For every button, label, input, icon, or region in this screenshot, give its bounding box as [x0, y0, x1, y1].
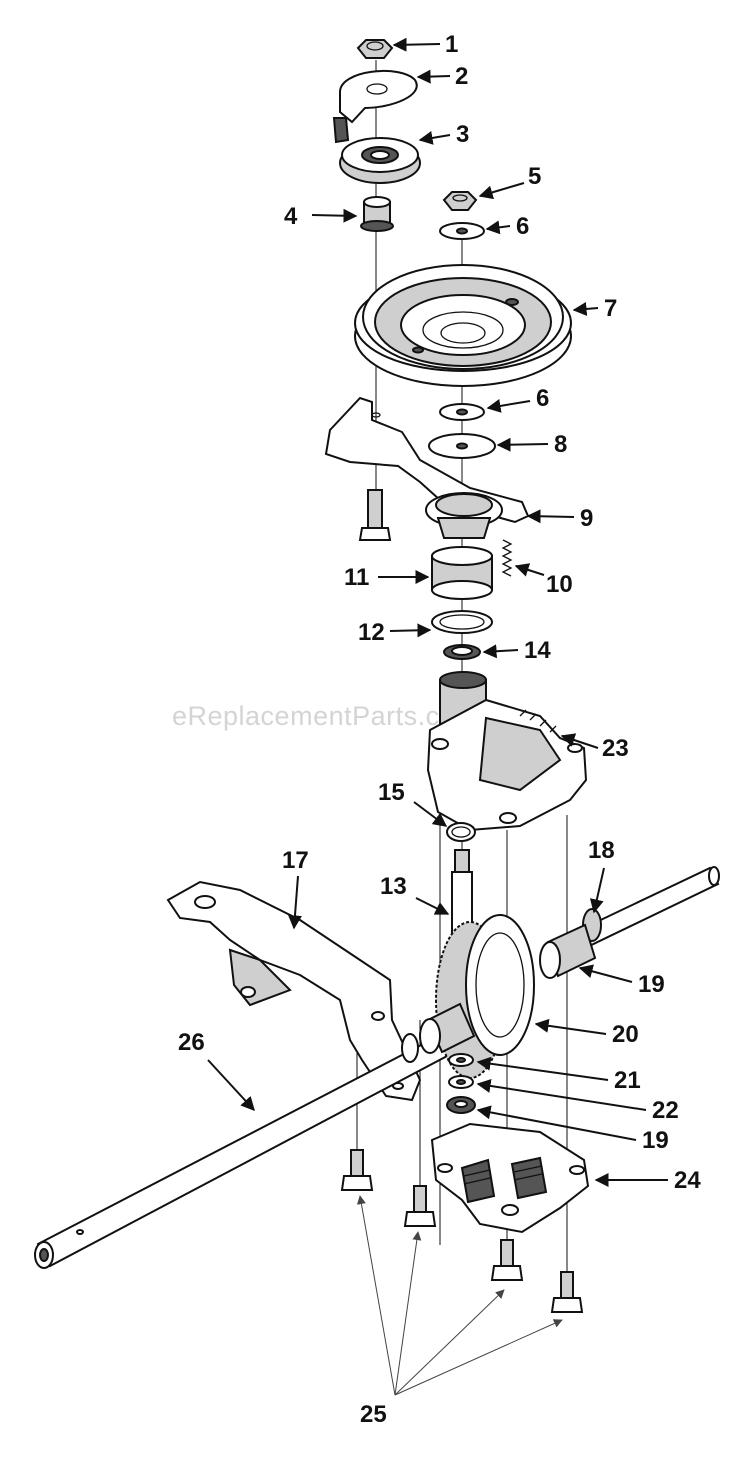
- part-24-lower-housing: [430, 1122, 590, 1234]
- part-6-washer-upper: [439, 222, 485, 240]
- part-1-hex-nut: [356, 39, 394, 59]
- part-21-washer: [448, 1053, 474, 1067]
- callout-21: 21: [614, 1067, 641, 1094]
- part-11-bushing: [431, 546, 493, 600]
- part-6-washer-lower: [439, 403, 485, 421]
- part-8-washer: [428, 433, 496, 459]
- part-23-upper-housing: [426, 671, 588, 832]
- callout-9: 9: [580, 505, 593, 532]
- callout-15: 15: [378, 779, 405, 806]
- part-15-o-ring: [446, 822, 476, 842]
- part-10-spring: [501, 539, 513, 577]
- callout-18: 18: [588, 837, 615, 864]
- callout-23: 23: [602, 735, 629, 762]
- part-25-bolt-d: [550, 1271, 584, 1313]
- callout-24: 24: [674, 1167, 701, 1194]
- callout-4: 4: [284, 203, 298, 230]
- callout-19-lower: 19: [642, 1127, 669, 1154]
- callout-3: 3: [456, 121, 469, 148]
- part-22-washer: [448, 1075, 474, 1089]
- part-26-axle: [34, 1026, 468, 1269]
- callout-25: 25: [360, 1401, 387, 1428]
- callout-25-leaders: [356, 1195, 563, 1396]
- callout-14: 14: [524, 637, 551, 664]
- part-18-axle-right: [539, 866, 720, 979]
- part-3-bearing: [339, 137, 421, 184]
- part-4-bushing: [360, 196, 394, 232]
- callout-6-upper: 6: [516, 213, 529, 240]
- callout-20: 20: [612, 1021, 639, 1048]
- callout-1: 1: [445, 31, 458, 58]
- callout-12: 12: [358, 619, 385, 646]
- part-5-nut: [442, 191, 478, 211]
- part-19-bearing-lower: [446, 1096, 476, 1114]
- part-9-idler-arm: [324, 396, 530, 539]
- part-20-gear: [435, 914, 535, 1079]
- callout-2: 2: [455, 63, 468, 90]
- part-7-pulley: [354, 264, 572, 387]
- part-12-ring: [431, 610, 493, 634]
- axle-collar-left: [401, 1002, 476, 1063]
- callout-13: 13: [380, 873, 407, 900]
- part-2-arm-plate: [332, 69, 418, 144]
- callout-19-upper: 19: [638, 971, 665, 998]
- watermark-text: eReplacementParts.com: [172, 701, 478, 731]
- callout-11: 11: [344, 564, 369, 591]
- arm-bolt: [358, 489, 392, 541]
- callout-17: 17: [282, 847, 309, 874]
- callout-5: 5: [528, 163, 541, 190]
- callout-7: 7: [604, 295, 617, 322]
- callout-8: 8: [554, 431, 567, 458]
- callout-10: 10: [546, 571, 573, 598]
- callout-22: 22: [652, 1097, 679, 1124]
- part-25-bolt-a: [340, 1149, 374, 1191]
- callout-labels: 1 2 3 4 5 6 7 6 8 9 10 11 12 14 23 15 13…: [178, 31, 701, 1428]
- part-25-bolt-b: [403, 1185, 437, 1227]
- callout-leaders: [207, 37, 668, 1187]
- callout-6-lower: 6: [536, 385, 549, 412]
- part-25-bolt-c: [490, 1239, 524, 1281]
- callout-26: 26: [178, 1029, 205, 1056]
- part-14-seal: [443, 644, 481, 660]
